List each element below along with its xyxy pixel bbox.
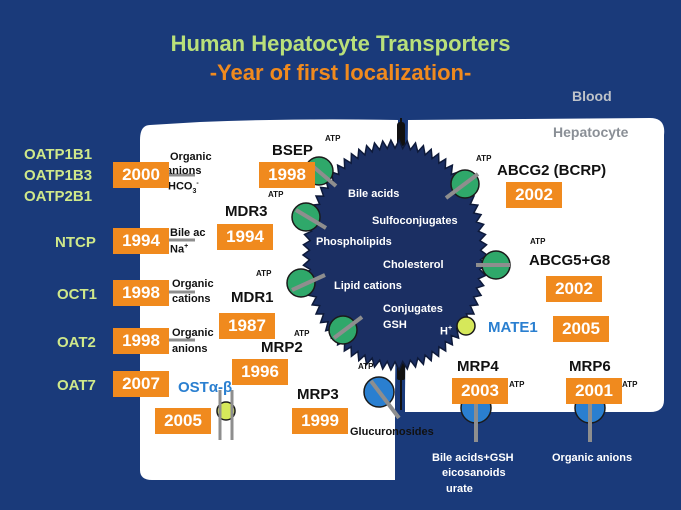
mdr3-year-box: 1994 <box>217 224 273 250</box>
mdr1-arrow <box>291 273 326 292</box>
oct1-substrate-2: cations <box>172 293 211 305</box>
oatp1b1-label: OATP1B1 <box>24 146 93 163</box>
abcg5g8-year-box: 2002 <box>546 276 602 302</box>
atp-label-mdr3: ATP <box>268 190 284 199</box>
oatp-substrate-1: Organic <box>170 151 212 163</box>
ntcp-substrate: Bile ac <box>170 227 206 239</box>
mrp4-label: MRP4 <box>457 358 499 375</box>
oat7-year-box: 2007 <box>113 371 169 397</box>
cholesterol-text: Cholesterol <box>383 259 444 271</box>
oatp-hco3: HCO3- <box>168 180 199 195</box>
mrp4-substrate-line1: Bile acids+GSH <box>432 452 514 464</box>
oat2-label: OAT2 <box>57 334 96 351</box>
ntcp-label: NTCP <box>55 234 96 251</box>
h-plus-text: H+ <box>440 325 452 338</box>
ostab-year-box: 2005 <box>155 408 211 434</box>
atp-label-abcg2: ATP <box>476 154 492 163</box>
oct1-label: OCT1 <box>57 286 98 303</box>
mrp2-year-box: 1996 <box>232 359 288 385</box>
diagram-subtitle: -Year of first localization- <box>209 60 472 85</box>
mrp6-substrate: Organic anions <box>552 452 633 464</box>
mrp3-arrow <box>369 379 401 420</box>
gsh-text: GSH <box>383 319 407 331</box>
oatp-hco3-sub: 3 <box>192 187 197 195</box>
ostab-substrate: Bile acids <box>194 441 246 453</box>
canaliculus-shape <box>301 138 489 372</box>
mate1-transporter-icon <box>456 316 476 336</box>
mrp4-year-box: 2003 <box>452 378 508 404</box>
h-plus-letter: H <box>440 325 448 338</box>
abcg2-year-box: 2002 <box>506 182 562 208</box>
lipid-cations-text: Lipid cations <box>334 280 402 292</box>
h-plus-sup: + <box>447 325 453 332</box>
mdr3-arrow <box>294 208 328 230</box>
oat2-substrate-2: anions <box>172 343 208 355</box>
hepatocyte-label: Hepatocyte <box>553 124 629 140</box>
bile-acids-canalicular: Bile acids <box>348 188 400 200</box>
mate1-label: MATE1 <box>488 319 538 336</box>
mdr3-label: MDR3 <box>225 203 268 220</box>
mrp4-substrate-line3: urate <box>446 483 473 495</box>
ntcp-na-sup: + <box>184 243 189 250</box>
oatp2b1-label: OATP2B1 <box>24 188 93 205</box>
ntcp-na: Na+ <box>170 243 188 256</box>
mrp4-substrate-line2: eicosanoids <box>442 467 506 479</box>
mrp2-label: MRP2 <box>261 339 303 356</box>
conjugates-text: Conjugates <box>383 303 443 315</box>
abcg2-arrow <box>444 172 480 200</box>
atp-label-mrp3: ATP <box>358 362 374 371</box>
atp-label-abcg5g8: ATP <box>530 237 546 246</box>
ntcp-na-text: Na <box>170 243 185 256</box>
sulfoconjugates-text: Sulfoconjugates <box>372 215 458 227</box>
oct1-year-box: 1998 <box>113 280 169 306</box>
abcg2-label: ABCG2 (BCRP) <box>497 162 607 179</box>
atp-label-mrp6: ATP <box>622 380 638 389</box>
oatp-year-box: 2000 <box>113 162 169 188</box>
mrp6-label: MRP6 <box>569 358 611 375</box>
mrp3-label: MRP3 <box>297 386 339 403</box>
mate1-year-box: 2005 <box>553 316 609 342</box>
bile-canaliculus <box>301 138 489 372</box>
atp-label-mrp2: ATP <box>294 329 310 338</box>
ostab-label: OSTα-β <box>178 379 233 396</box>
ntcp-year-box: 1994 <box>113 228 169 254</box>
mdr1-label: MDR1 <box>231 289 274 306</box>
mdr1-year-box: 1987 <box>219 313 275 339</box>
blood-label: Blood <box>572 88 612 104</box>
atp-label-mrp4: ATP <box>509 380 525 389</box>
oct1-substrate-1: Organic <box>172 278 214 290</box>
oatp-hco3-text: HCO <box>168 180 193 193</box>
mrp3-substrate: Glucuronosides <box>350 426 434 438</box>
atp-label-mdr1: ATP <box>256 269 272 278</box>
oat2-substrate-1: Organic <box>172 327 214 339</box>
oatp1b3-label: OATP1B3 <box>24 167 93 184</box>
mrp6-year-box: 2001 <box>566 378 622 404</box>
mrp2-arrow <box>332 315 364 340</box>
mrp3-year-box: 1999 <box>292 408 348 434</box>
bsep-label: BSEP <box>272 142 313 159</box>
atp-label-bsep: ATP <box>325 134 341 143</box>
diagram-title: Human Hepatocyte Transporters <box>170 31 511 56</box>
bsep-year-box: 1998 <box>259 162 315 188</box>
oat2-year-box: 1998 <box>113 328 169 354</box>
oat7-label: OAT7 <box>57 377 96 394</box>
abcg5g8-label: ABCG5+G8 <box>529 252 611 269</box>
phospholipids-text: Phospholipids <box>316 236 392 248</box>
oatp-substrate-2: anions <box>166 165 202 177</box>
oatp-hco3-sup: - <box>196 180 199 187</box>
